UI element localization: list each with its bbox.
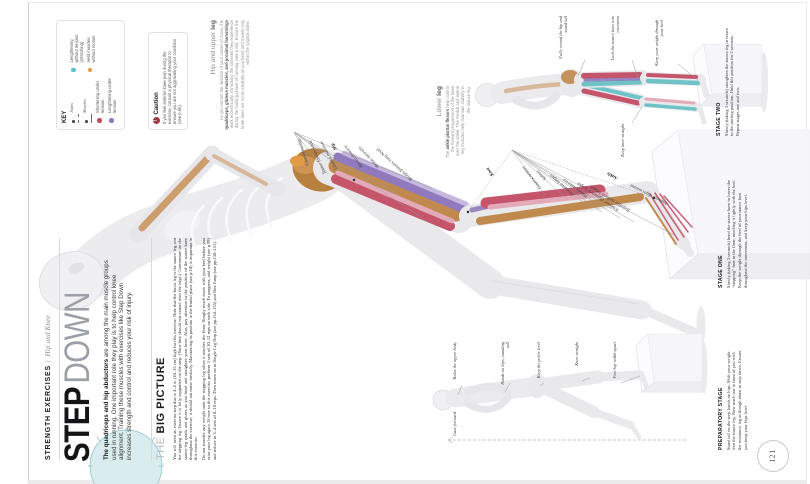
big-picture-para2: Do not transfer any weight onto the step… — [200, 238, 217, 460]
lengthening-label: Lengthening under tension — [107, 78, 117, 113]
title-down: DOWN — [58, 292, 97, 384]
key-title: KEY — [62, 110, 68, 123]
big-picture-heading: THE BIG PICTURE — [155, 357, 167, 460]
hip-joint-marker — [352, 178, 356, 182]
lower-leg-annotation: Lower leg The ankle plantar flexors help… — [436, 86, 471, 160]
cue-keep-knee-straight: Keep knee straight — [620, 124, 625, 157]
joint-label-hip: Hip — [329, 142, 338, 152]
stage-one-text: Slowly (taking 3 seconds) bend the stanc… — [725, 179, 749, 288]
lower-leg-heading-bold: leg — [436, 86, 443, 96]
joint-label-ankle: Ankle — [606, 171, 619, 181]
cue-fully-extend-hip: Fully extend the hip and stand tall — [558, 16, 569, 59]
stage-two-figure — [475, 43, 763, 125]
cue-pelvis-level: Keep the pelvis level — [536, 342, 541, 379]
held-dot-icon — [87, 68, 93, 73]
key-item-joints: Joints — [69, 77, 81, 123]
caution-text: If you feel anterior knee pain during th… — [161, 38, 183, 124]
ankle-joint-marker — [652, 196, 656, 200]
lower-leg-heading: Lower — [436, 95, 443, 117]
key-item-lengthening: Lengthening under tension — [107, 77, 118, 123]
big-picture-body: You will need an exercise step that is 4… — [172, 238, 219, 460]
hip-upper-text-2: work eccentrically, mimicking the stress… — [229, 20, 250, 129]
teal-dial-decoration — [88, 428, 164, 484]
cue-knee-straight-prep: Knee straight — [574, 342, 579, 366]
lengthening-dot-icon — [109, 118, 114, 123]
key-item-muscles: Muscles — [82, 77, 94, 123]
preparatory-stage-block: PREPARATORY STAGE Stand tall on the step… — [718, 346, 749, 450]
muscles-symbol-icon — [83, 113, 94, 123]
cue-gaze-forward: Gaze forward — [452, 411, 457, 436]
preparatory-stage-heading: PREPARATORY STAGE — [718, 387, 724, 450]
preparatory-stage-text: Stand tall on the step, hands on hips. S… — [725, 350, 749, 450]
big-picture-title: BIG PICTURE — [155, 357, 167, 434]
joints-symbol-icon — [70, 113, 81, 123]
hip-label-leaders — [293, 131, 433, 223]
cue-feet-hip-width: Feet hip-width apart — [612, 342, 617, 379]
lower-leg-text-bold: ankle plantar flexors — [444, 108, 450, 150]
hip-upper-text-1: As you control the descent of your cente… — [218, 20, 224, 121]
cue-relax-upper-body: Relax the upper body — [452, 342, 457, 380]
page-title: STEPDOWN — [58, 244, 97, 462]
caution-box: ! Caution If you feel anterior knee pain… — [148, 32, 188, 130]
cue-weight-through-heel: Keep your weight through your heel — [654, 20, 665, 66]
stage-one-heading: STAGE ONE — [718, 255, 724, 288]
joints-label: Joints — [69, 102, 74, 113]
hip-upper-heading-bold: leg — [210, 20, 217, 30]
hip-upper-leg-annotation: Hip and upper leg As you control the des… — [210, 20, 250, 138]
stage-two-block: STAGE TWO Slowly (taking 3 seconds) stra… — [716, 28, 741, 136]
key-item-stretching: Lengthening without tension (stretching) — [69, 26, 84, 73]
intro-rule — [151, 238, 152, 460]
stage-two-text: Slowly (taking 3 seconds) straighten the… — [723, 28, 741, 136]
stretching-dot-icon — [71, 68, 76, 73]
intro-lead: The quadriceps and hip abductors — [103, 358, 110, 460]
shortening-label: Shortening under tension — [95, 80, 105, 113]
section-label: STRENGTH EXERCISES — [45, 365, 52, 460]
key-item-held: Held muscles without motion — [85, 26, 97, 73]
hip-upper-heading: Hip and upper — [210, 29, 217, 75]
caution-title: Caution — [153, 92, 160, 115]
key-item-shortening: Shortening under tension — [95, 77, 106, 123]
page-kicker: STRENGTH EXERCISES | Hip and Knee — [44, 230, 52, 460]
page-number-badge: 121 — [757, 440, 789, 472]
title-step: STEP — [58, 386, 97, 462]
cue-leaders — [457, 59, 699, 396]
leg-label-leaders — [467, 149, 677, 237]
muscles-label: Muscles — [82, 99, 87, 113]
main-figure — [38, 145, 699, 337]
cue-hands-on-hips: Hands on hips, standing tall — [500, 342, 511, 385]
cue-lock-stance-knee: Lock the stance knee into extension — [610, 16, 621, 61]
big-picture-para1: You will need an exercise step that is 4… — [172, 238, 199, 460]
knee-joint-marker — [466, 210, 470, 214]
intro-paragraph: The quadriceps and hip abductors are amo… — [103, 258, 133, 460]
shortening-dot-icon — [97, 118, 102, 123]
big-picture-the: THE — [155, 436, 167, 461]
hip-upper-text-bold: quadriceps, gluteus muscles, and proxima… — [223, 20, 229, 130]
subsection-label: Hip and Knee — [44, 315, 52, 357]
caution-icon: ! — [153, 117, 160, 124]
joint-label-knee: Knee — [485, 166, 495, 178]
held-label: Held muscles without motion — [85, 35, 96, 63]
stage-one-block: STAGE ONE Slowly (taking 3 seconds) bend… — [718, 176, 749, 288]
stretching-label: Lengthening without tension (stretching) — [69, 34, 84, 63]
stage-two-heading: STAGE TWO — [716, 102, 722, 136]
kicker-divider: | — [45, 359, 52, 363]
preparatory-figure — [432, 333, 703, 443]
lower-leg-text-1: The — [444, 149, 450, 158]
key-legend: KEY Joints Muscles Shortening under tens… — [56, 20, 126, 130]
